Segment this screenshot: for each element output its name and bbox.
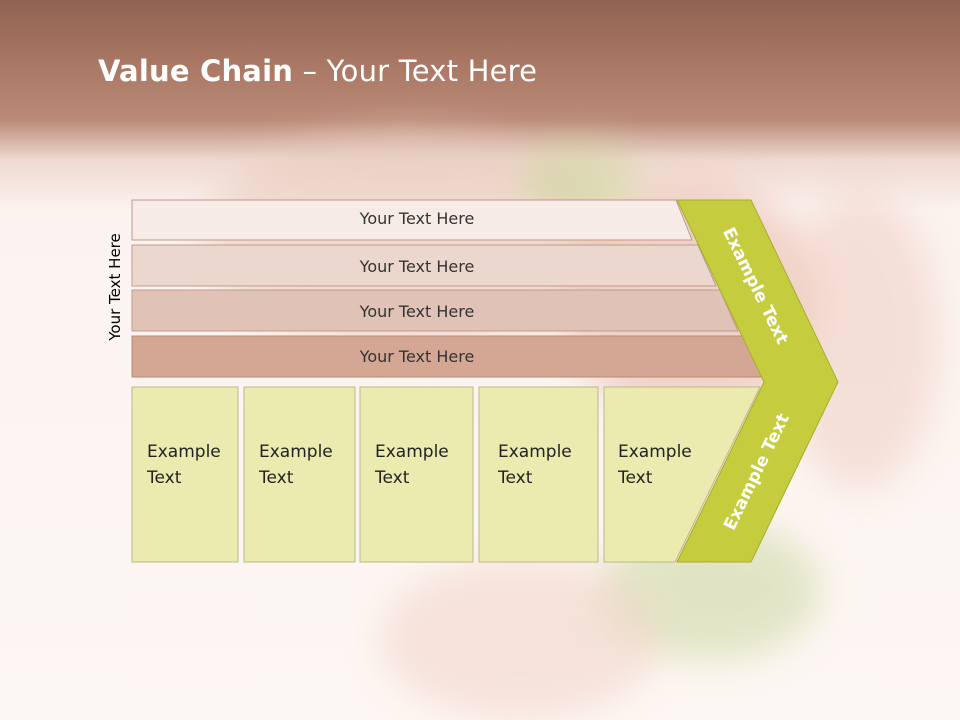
- cell-4-shape: [478, 386, 599, 563]
- cell-2-line1: Example: [259, 442, 333, 462]
- band-2-label: Your Text Here: [359, 257, 475, 276]
- band-3-shape: [131, 289, 739, 332]
- cell-5-line2: Text: [618, 468, 653, 488]
- cell-1-line1: Example: [147, 442, 221, 462]
- band-2-shape: [131, 244, 717, 287]
- cell-1-shape: [131, 386, 239, 563]
- cell-3-shape: [359, 386, 474, 563]
- band-4-label: Your Text Here: [359, 347, 475, 366]
- cell-4-line2: Text: [498, 468, 533, 488]
- cell-4-line1: Example: [498, 442, 572, 462]
- cell-3-line1: Example: [375, 442, 449, 462]
- band-1-label: Your Text Here: [359, 209, 475, 228]
- title-rest: – Your Text Here: [293, 54, 538, 88]
- cell-3-line2: Text: [375, 468, 410, 488]
- cell-1-line2: Text: [147, 468, 182, 488]
- cell-5-line1: Example: [618, 442, 692, 462]
- band-3-label: Your Text Here: [359, 302, 475, 321]
- chevron-arrow: [676, 199, 839, 563]
- cell-2-shape: [243, 386, 356, 563]
- band-1-shape: [131, 199, 693, 241]
- title-bold: Value Chain: [98, 54, 294, 88]
- page-title: Value Chain – Your Text Here: [98, 54, 537, 88]
- cell-5-shape: [603, 386, 761, 563]
- background-photo-blob: [380, 560, 660, 720]
- cell-2-line2: Text: [259, 468, 294, 488]
